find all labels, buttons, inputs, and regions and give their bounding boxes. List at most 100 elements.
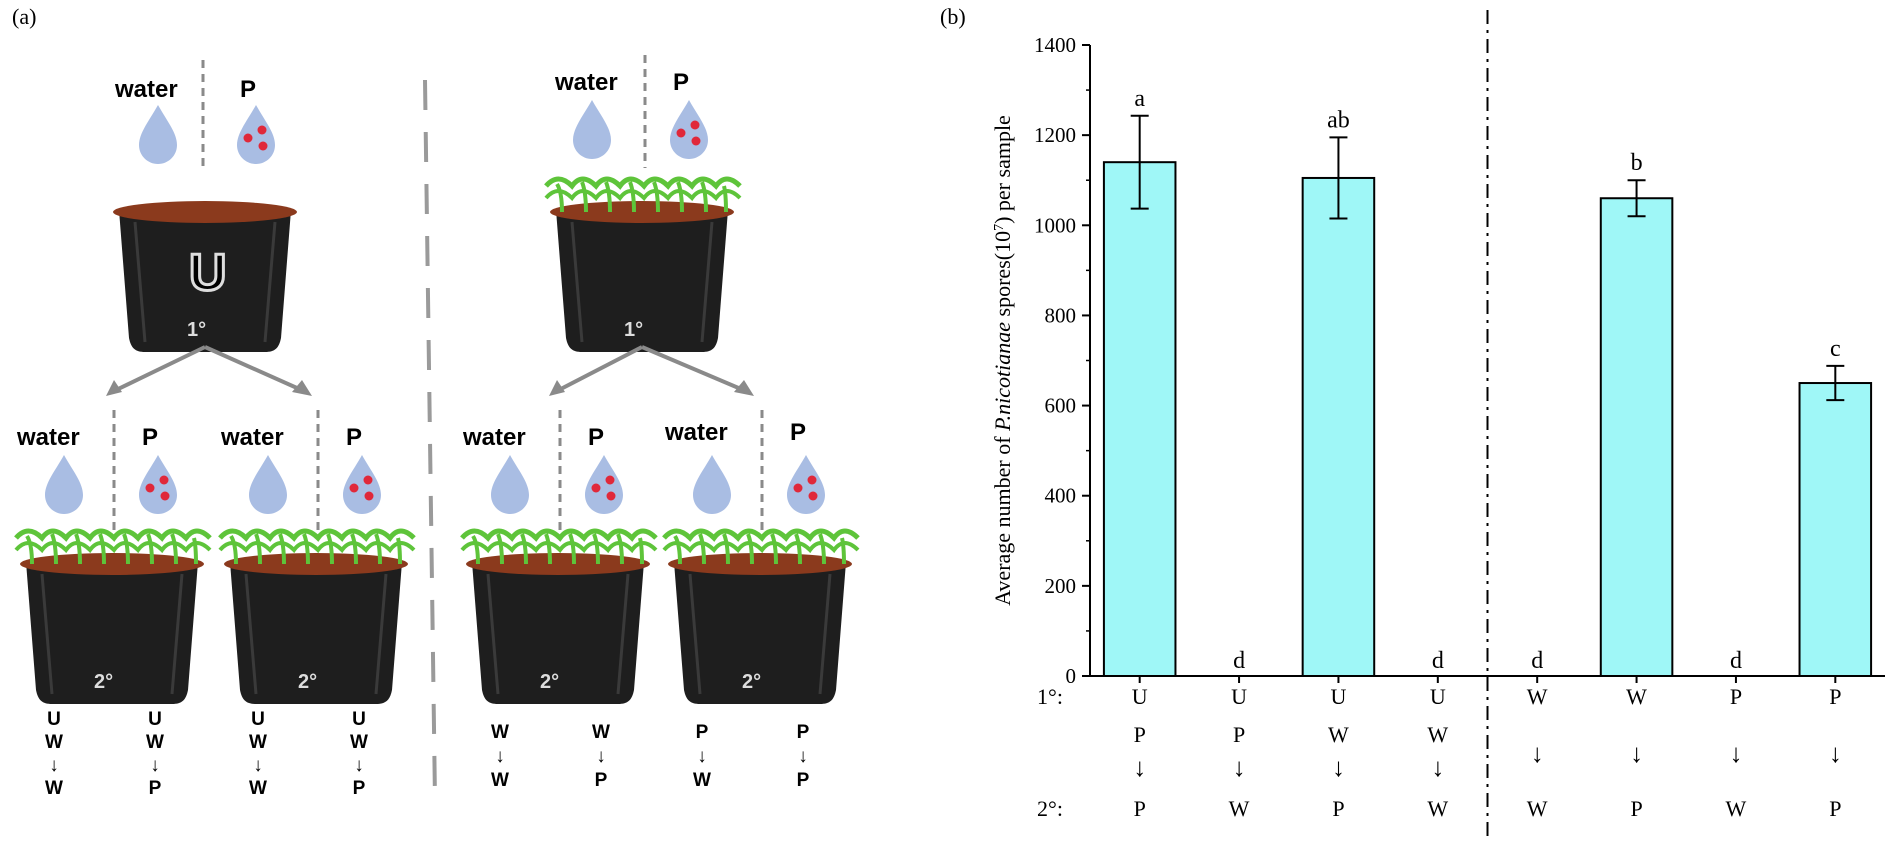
sequence-symbol: W xyxy=(592,722,610,743)
significance-letter: d xyxy=(1730,648,1742,674)
left-top-unit: water P U 1° xyxy=(106,60,312,396)
sequence-symbol: ↓ xyxy=(798,746,808,767)
stage-label: 2° xyxy=(298,671,317,693)
arrow-icon xyxy=(734,380,754,396)
arrow-icon xyxy=(549,380,565,396)
middle-treatment-label: W xyxy=(1328,722,1349,747)
sequence-symbol: P xyxy=(149,778,162,799)
sequence-symbol: P xyxy=(797,722,810,743)
stage-label: 1° xyxy=(624,319,643,341)
y-axis-label-part: spores(10 xyxy=(990,231,1015,322)
planted-pot-icon: 2° xyxy=(220,531,414,706)
pathogen-label: P xyxy=(673,69,689,96)
first-treatment-label: P xyxy=(1730,684,1742,709)
sequence-symbol: W xyxy=(491,722,509,743)
arrow-glyph: ↓ xyxy=(1431,753,1444,782)
spore-droplet-icon xyxy=(237,105,275,164)
sequence-symbol: W xyxy=(45,732,63,753)
sequence-symbol: ↓ xyxy=(354,755,364,776)
sequence-symbol: U xyxy=(47,709,61,730)
water-label: water xyxy=(16,424,80,451)
significance-letter: ab xyxy=(1327,107,1350,133)
stage-label: 1° xyxy=(187,319,206,341)
y-axis-label-part: ) per sample xyxy=(990,115,1015,224)
first-treatment-label: U xyxy=(1430,684,1446,709)
arrow-icon xyxy=(292,380,312,396)
spore-droplet-icon xyxy=(670,100,708,159)
second-treatment-label: P xyxy=(1134,796,1146,821)
bar xyxy=(1599,197,1674,677)
water-droplet-icon xyxy=(693,455,731,514)
water-droplet-icon xyxy=(139,105,177,164)
second-treatment-label: W xyxy=(1527,796,1548,821)
sequence-symbol: ↓ xyxy=(697,746,707,767)
y-tick-label: 1000 xyxy=(1034,213,1076,237)
pathogen-label: P xyxy=(346,424,362,451)
first-treatment-label: P xyxy=(1829,684,1841,709)
sequence-symbol: ↓ xyxy=(49,755,59,776)
y-tick-label: 0 xyxy=(1066,664,1077,688)
y-axis-label: Average number of P.nicotianae spores(10… xyxy=(990,115,1015,606)
water-droplet-icon xyxy=(491,455,529,514)
arrow-glyph: ↓ xyxy=(1829,739,1842,768)
spore-droplet-icon xyxy=(787,455,825,514)
second-treatment-label: P xyxy=(1332,796,1344,821)
sequence-symbol: ↓ xyxy=(150,755,160,776)
y-tick-label: 1200 xyxy=(1034,123,1076,147)
water-label: water xyxy=(114,76,178,103)
sequence-symbol: W xyxy=(350,732,368,753)
significance-letter: d xyxy=(1432,648,1444,674)
water-label: water xyxy=(554,69,618,96)
stage-label: 2° xyxy=(742,671,761,693)
arrow-glyph: ↓ xyxy=(1630,739,1643,768)
panel-a-separator xyxy=(423,79,437,801)
sequence-symbol: P xyxy=(696,722,709,743)
spore-droplet-icon xyxy=(139,455,177,514)
sequence-symbol: W xyxy=(491,770,509,791)
water-label: water xyxy=(462,424,526,451)
arrow-icon xyxy=(106,380,122,396)
spore-droplet-icon xyxy=(343,455,381,514)
sequence-symbol: U xyxy=(352,709,366,730)
spore-droplet-icon xyxy=(585,455,623,514)
sequence-symbol: U xyxy=(251,709,265,730)
sequence-symbol: W xyxy=(146,732,164,753)
first-treatment-label: U xyxy=(1231,684,1247,709)
planted-pot-icon: 2° xyxy=(664,531,858,706)
planted-pot-icon: 2° xyxy=(16,531,210,706)
sequence-symbol: W xyxy=(249,732,267,753)
pot-letter: U xyxy=(189,244,227,302)
y-axis-label-part: 7 xyxy=(992,224,1007,231)
sequence-symbol: W xyxy=(45,778,63,799)
middle-treatment-label: P xyxy=(1233,722,1245,747)
stage-label: 2° xyxy=(540,671,559,693)
middle-treatment-label: P xyxy=(1134,722,1146,747)
bar xyxy=(1798,382,1873,677)
second-treatment-label: W xyxy=(1229,796,1250,821)
y-tick-label: 400 xyxy=(1045,484,1077,508)
row-label-1: 1°: xyxy=(1037,684,1063,709)
significance-letter: a xyxy=(1134,86,1145,112)
first-treatment-label: W xyxy=(1626,684,1647,709)
sequence-symbol: P xyxy=(595,770,608,791)
planted-pot-icon: 2° xyxy=(462,531,656,706)
y-tick-label: 600 xyxy=(1045,394,1077,418)
water-droplet-icon xyxy=(45,455,83,514)
y-tick-label: 800 xyxy=(1045,303,1077,327)
arrow-glyph: ↓ xyxy=(1531,739,1544,768)
sequence-symbol: ↓ xyxy=(253,755,263,776)
sequence-symbol: P xyxy=(797,770,810,791)
arrow-glyph: ↓ xyxy=(1729,739,1742,768)
pathogen-label: P xyxy=(790,419,806,446)
significance-letter: b xyxy=(1631,150,1643,176)
bar xyxy=(1102,161,1177,677)
sequence-symbol: ↓ xyxy=(596,746,606,767)
panel-b-label: (b) xyxy=(940,4,966,29)
water-label: water xyxy=(220,424,284,451)
first-treatment-label: U xyxy=(1330,684,1346,709)
y-tick-label: 1400 xyxy=(1034,33,1076,57)
right-top-unit: water P 1° xyxy=(546,55,754,396)
